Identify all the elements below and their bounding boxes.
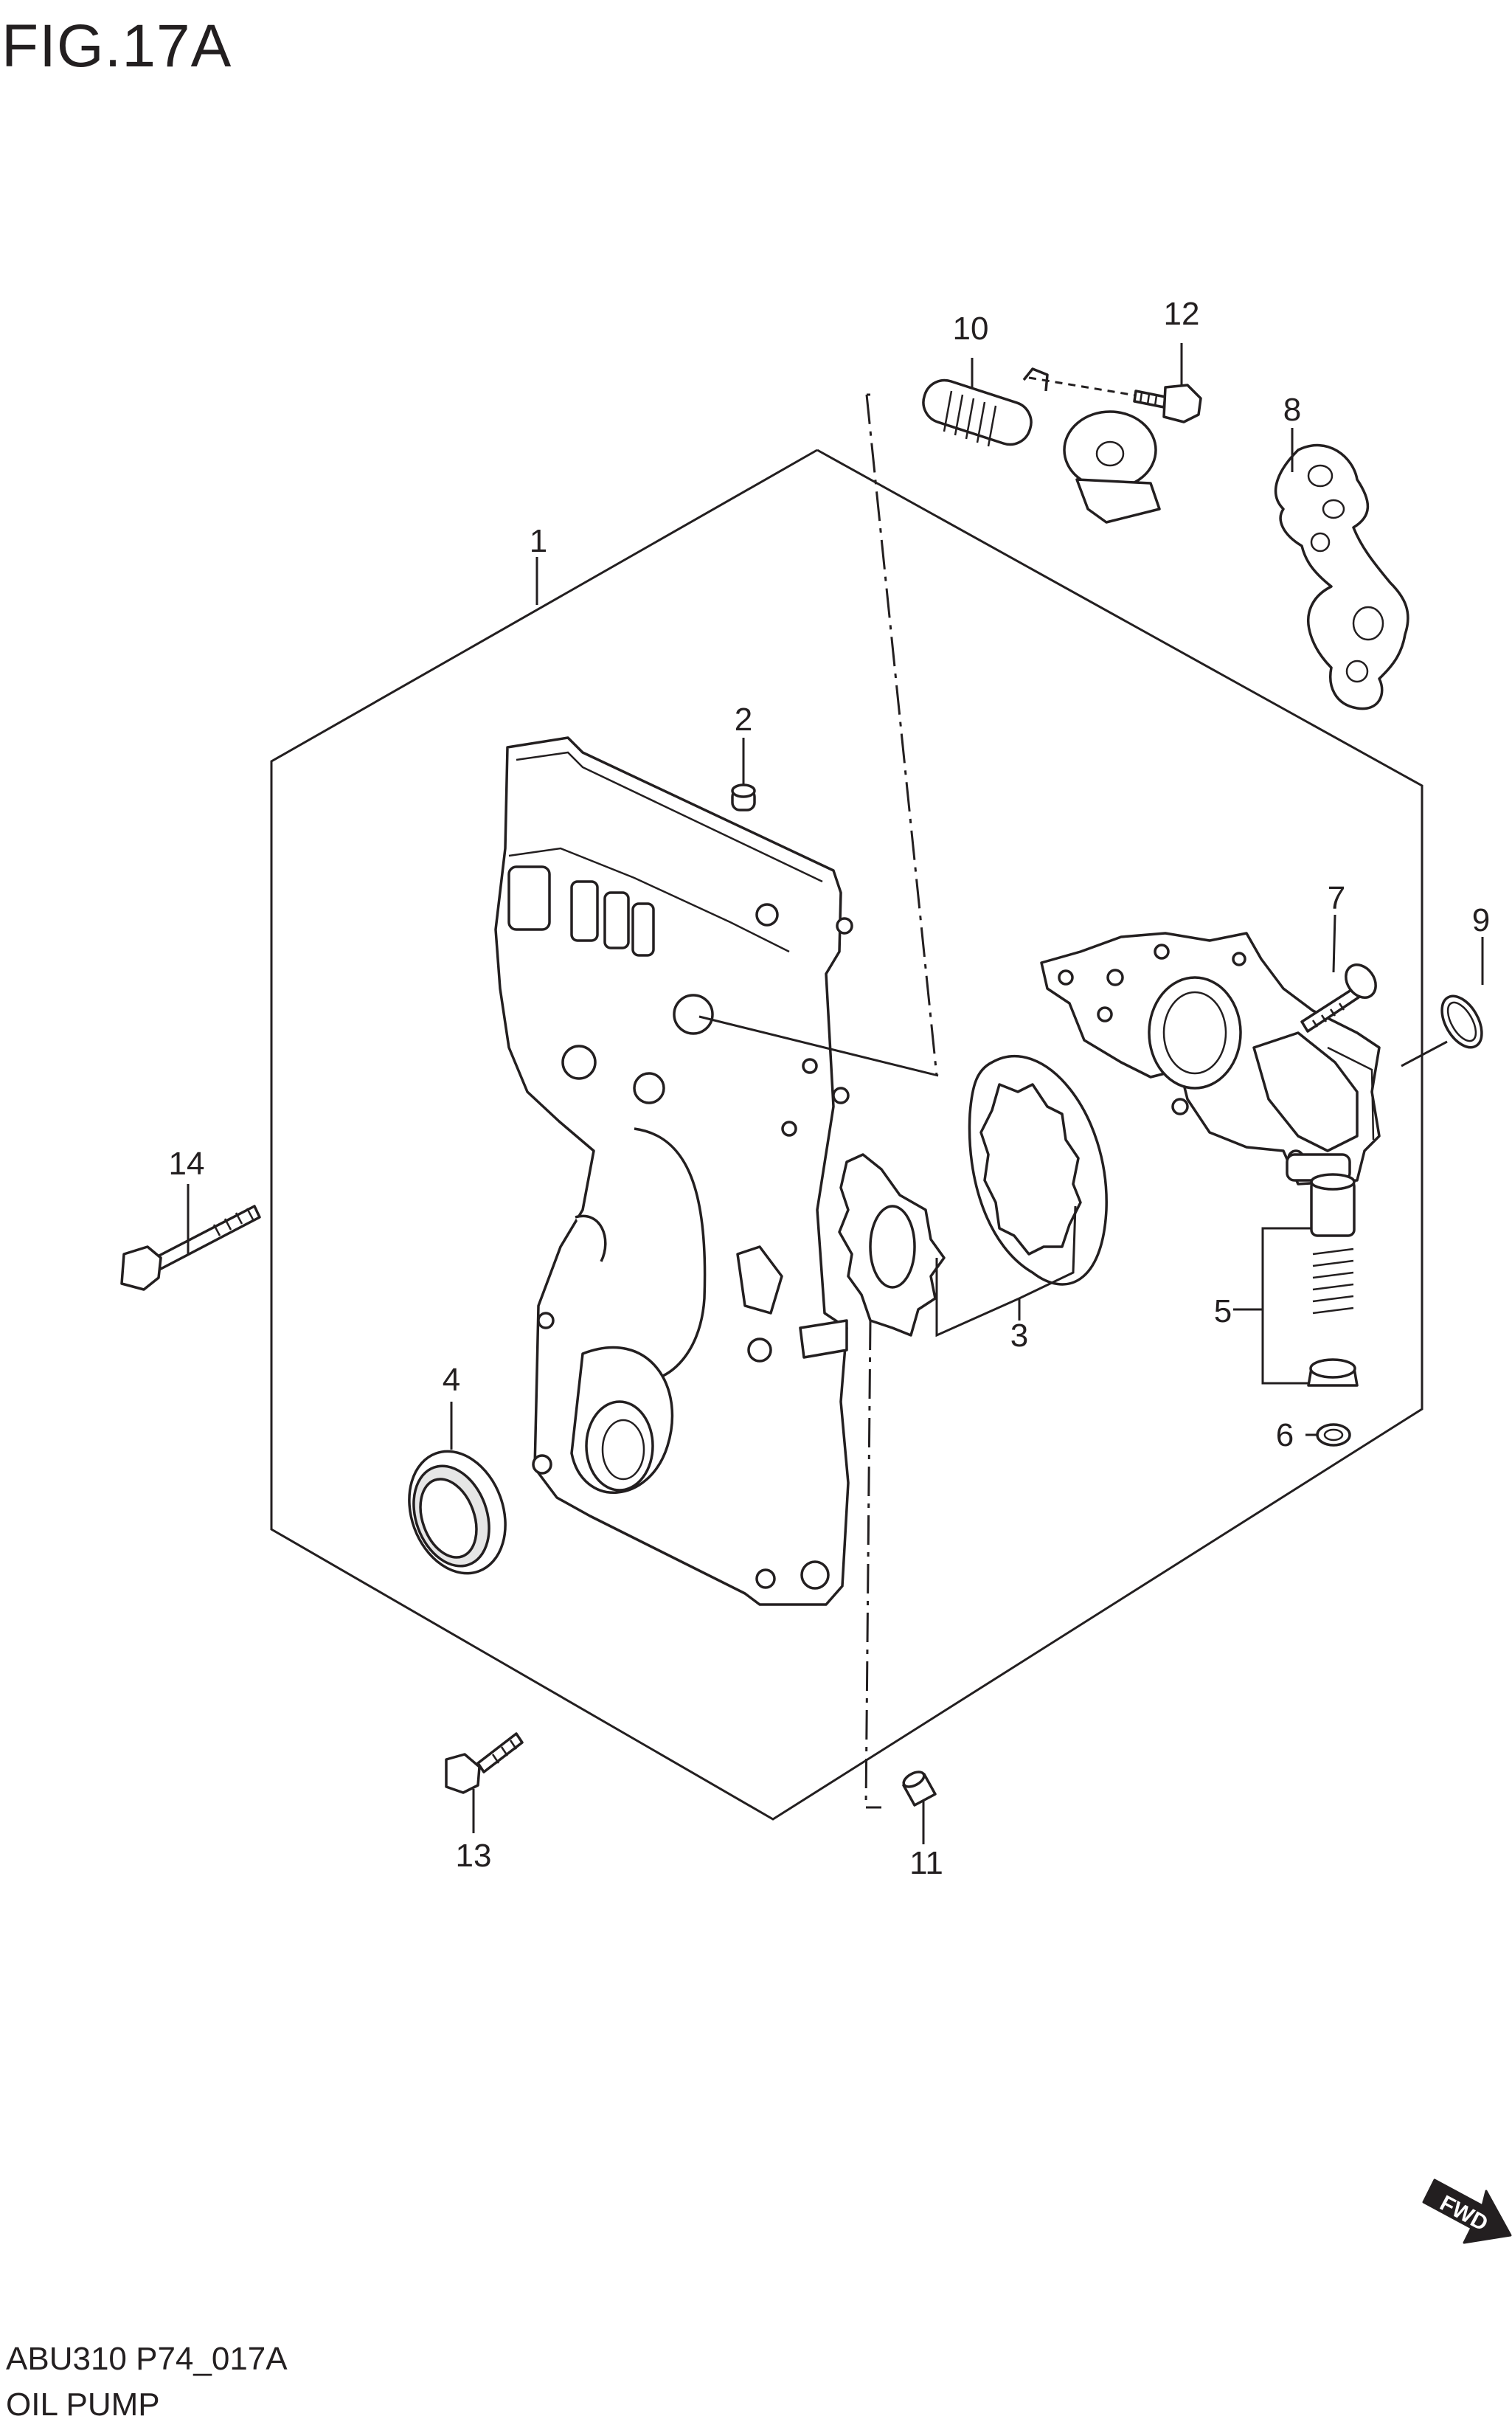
callout-12: 12: [1164, 296, 1200, 332]
oil-pump-housing: [1040, 932, 1381, 1186]
oil-seal-part-4: [408, 1450, 507, 1575]
relief-valve-part-5: [1307, 1173, 1359, 1387]
o-ring-part-9: [1440, 994, 1483, 1049]
diagram-name: OIL PUMP: [6, 2387, 160, 2423]
leader-lines: [187, 343, 1484, 1844]
callout-6: 6: [1276, 1417, 1294, 1453]
callout-14: 14: [169, 1146, 205, 1182]
callout-9: 9: [1472, 902, 1490, 938]
snap-ring-part-6: [1316, 1423, 1351, 1447]
callout-4: 4: [443, 1362, 460, 1398]
callout-labels: 1 2 3 4 5 6 7 8 9 10 11 12 13 14: [169, 296, 1491, 1881]
dowel-part-11: [902, 1771, 937, 1807]
gasket-part-8: [1274, 443, 1409, 710]
callout-7: 7: [1328, 880, 1345, 916]
rotor-set-part-3: [838, 1055, 1108, 1337]
callout-10: 10: [953, 311, 989, 347]
figure-title: FIG.17A: [1, 13, 232, 80]
callout-11: 11: [909, 1845, 943, 1881]
assembly-boundary: [270, 393, 1423, 1821]
callout-3: 3: [1010, 1318, 1028, 1354]
fwd-arrow-icon: FWD: [1422, 2178, 1512, 2244]
callout-5: 5: [1214, 1293, 1232, 1329]
callout-8: 8: [1283, 392, 1301, 428]
callout-13: 13: [456, 1838, 492, 1874]
bolt-part-14: [120, 1205, 261, 1291]
bolt-part-7: [1300, 963, 1377, 1033]
oil-control-valve-part-10: [922, 367, 1161, 524]
bolt-part-12: [1133, 384, 1202, 423]
callout-1: 1: [530, 523, 547, 559]
dowel-pin-part-2: [731, 783, 756, 811]
bolt-part-13: [445, 1732, 524, 1794]
timing-cover-part: [494, 736, 853, 1606]
diagram-code: ABU310 P74_017A: [6, 2341, 288, 2377]
callout-2: 2: [735, 702, 752, 738]
